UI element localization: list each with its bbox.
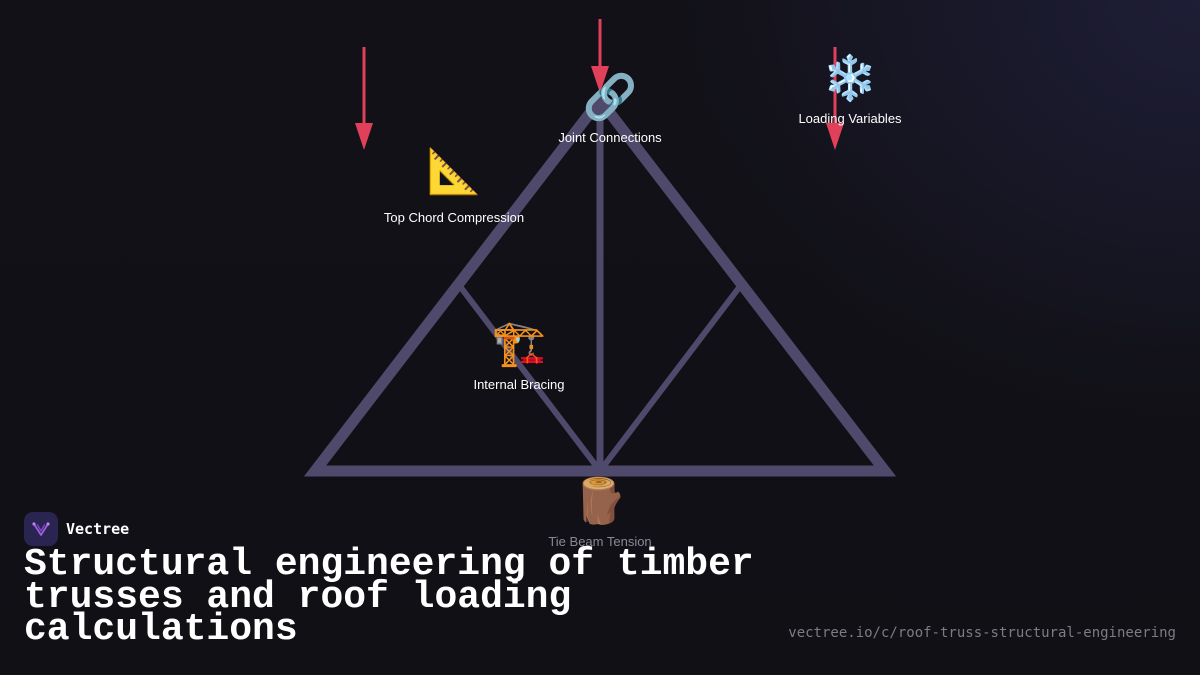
truss-left-web: [456, 283, 603, 473]
node-joint-connections: 🔗 Joint Connections: [558, 72, 661, 145]
link-icon: 🔗: [582, 72, 638, 123]
node-label: Tie Beam Tension: [548, 534, 652, 549]
brand-name: Vectree: [66, 520, 130, 538]
node-tie-beam-tension: 🪵 Tie Beam Tension: [548, 476, 651, 549]
crane-icon: 🏗️: [491, 318, 547, 369]
truss-right-web: [597, 283, 744, 473]
node-internal-bracing: 🏗️ Internal Bracing: [473, 318, 564, 392]
node-label: Loading Variables: [798, 111, 902, 126]
load-arrow-center: [591, 19, 609, 93]
node-label: Top Chord Compression: [383, 210, 525, 225]
page-title: Structural engineering of timber trusses…: [24, 543, 754, 651]
page-url[interactable]: vectree.io/c/roof-truss-structural-engin…: [788, 625, 1176, 641]
node-label: Internal Bracing: [473, 377, 565, 392]
brand: Vectree: [24, 512, 129, 546]
load-arrow-right: [826, 47, 844, 150]
vectree-logo-icon: [24, 512, 58, 546]
triangle-ruler-icon: 📐: [426, 146, 482, 197]
node-top-chord-compression: 📐 Top Chord Compression: [384, 146, 524, 225]
log-icon: 🪵: [572, 476, 628, 527]
load-arrow-left: [355, 47, 373, 150]
node-label: Joint Connections: [558, 130, 662, 145]
node-loading-variables: ❄️ Loading Variables: [798, 53, 901, 126]
snowflake-icon: ❄️: [822, 53, 878, 104]
